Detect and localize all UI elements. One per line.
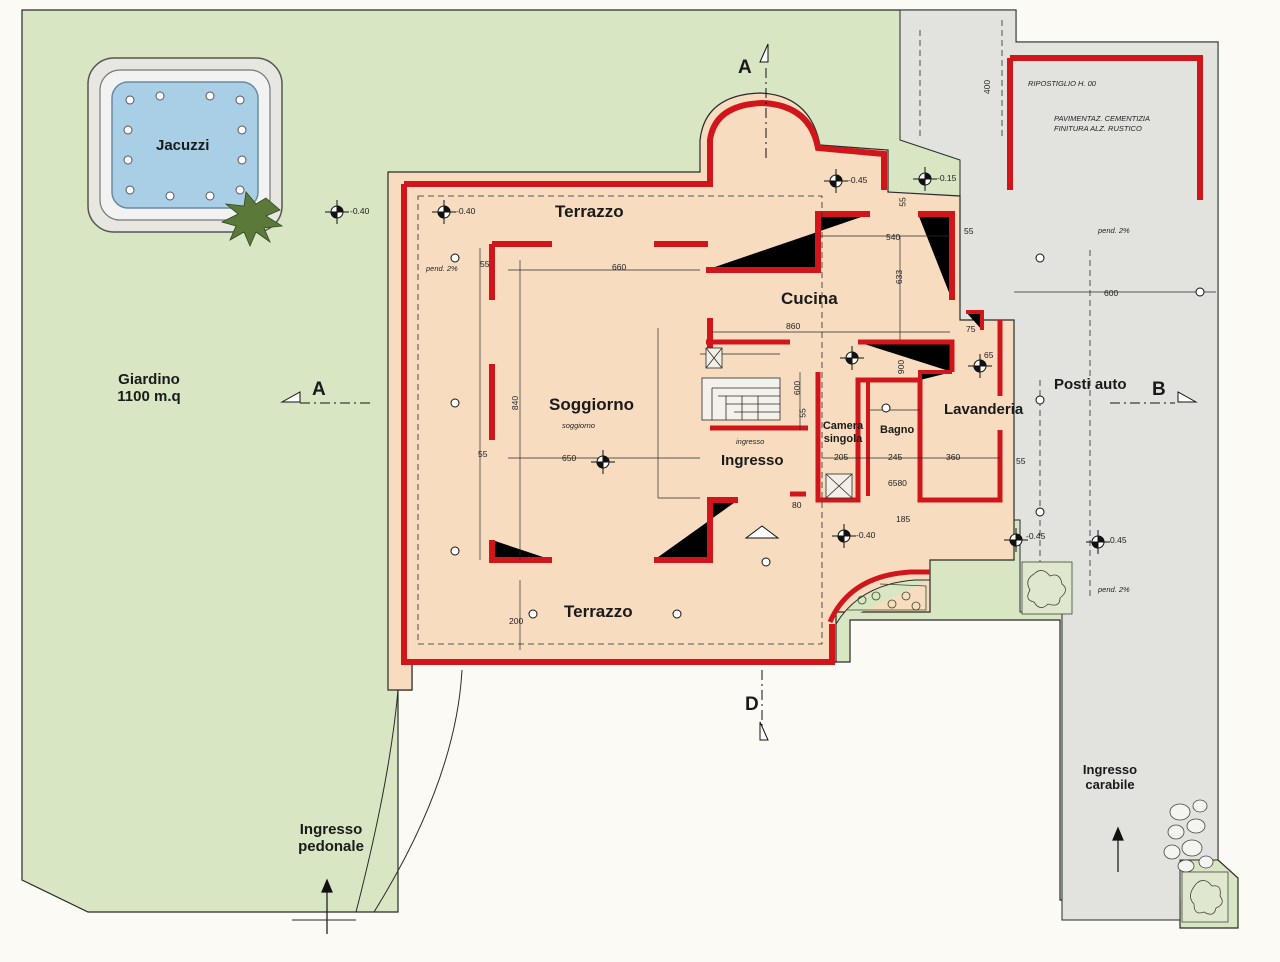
planter-bed [846,583,927,611]
section-b-right: B [1152,379,1166,400]
dim-55-d: 55 [1016,456,1026,466]
level-5: -0.40 [856,530,876,540]
dim-900: 900 [896,359,907,375]
jacuzzi-tub [87,57,283,233]
level-1: -0.40 [350,206,370,216]
pendenza-right-top-note: pend. 2% [1098,226,1130,235]
terrazzo-bottom-label: Terrazzo [564,602,633,621]
ingresso-carabile-label: Ingresso carabile [1082,762,1138,792]
posti-auto-label: Posti auto [1054,376,1127,393]
level-7: 0.45 [1110,535,1127,545]
level-3: -0.45 [848,175,868,185]
giardino-label: Giardino 1100 m.q [117,371,181,406]
level-markers [325,167,1110,554]
dim-650: 650 [562,453,577,463]
dim-540: 540 [886,232,901,242]
dim-55-e: 55 [797,408,808,418]
section-a-left: A [312,379,326,400]
pendenza-left-note: pend. 2% [426,264,458,273]
pavimentazione-note: PAVIMENTAZ. CEMENTIZIA FINITURA ALZ. RUS… [1054,114,1150,133]
dim-860: 860 [786,321,801,331]
dim-840: 840 [510,395,521,411]
dim-200: 200 [509,616,524,626]
section-d-bottom: D [745,694,759,715]
dim-400: 400 [982,79,993,95]
ingresso-sublabel: ingresso [736,437,765,446]
dim-205: 205 [834,452,849,462]
dim-245: 245 [888,452,903,462]
dim-600-stair: 600 [792,380,803,396]
pendenza-right-bottom-note: pend. 2% [1098,585,1130,594]
level-4: -0.15 [937,173,957,183]
level-6: -0.45 [1026,531,1046,541]
dim-660: 660 [612,262,627,272]
ripostiglio-note: RIPOSTIGLIO H. 00 [1028,79,1096,88]
staircase [701,377,781,421]
stones-icon [1163,799,1229,923]
dim-75: 75 [966,324,976,334]
cucina-label: Cucina [781,289,838,308]
level-2: -0.40 [456,206,476,216]
dim-80: 80 [792,500,802,510]
ingresso-pedonale-label: Ingresso pedonale [298,821,364,856]
outer-wall [404,99,887,190]
dim-600-right: 600 [1104,288,1119,298]
dim-55-a: 55 [480,259,490,269]
plant-icon [220,191,284,248]
soggiorno-sublabel: soggiorno [562,421,595,430]
entrance-arrows [321,826,1124,934]
dim-55-f: 55 [897,197,908,207]
section-arrows [280,43,1198,741]
dim-185: 185 [896,514,911,524]
ingresso-label: Ingresso [721,452,784,469]
dim-360: 360 [946,452,961,462]
dim-55-b: 55 [478,449,488,459]
bagno-label: Bagno [880,424,915,436]
soggiorno-label: Soggiorno [549,395,634,414]
dim-633: 633 [894,269,905,285]
dim-6580: 6580 [888,478,907,488]
lavanderia-label: Lavanderia [944,401,1024,418]
dim-55-c: 55 [964,226,974,236]
camera-singola-label: Camera singola [822,420,864,445]
terrazzo-top-label: Terrazzo [555,202,624,221]
light-points [450,253,1205,619]
shrub-icon [1021,561,1073,615]
dim-65: 65 [984,350,994,360]
section-a-top: A [738,57,752,78]
jacuzzi-label: Jacuzzi [156,137,210,154]
section-lines [300,68,1175,738]
